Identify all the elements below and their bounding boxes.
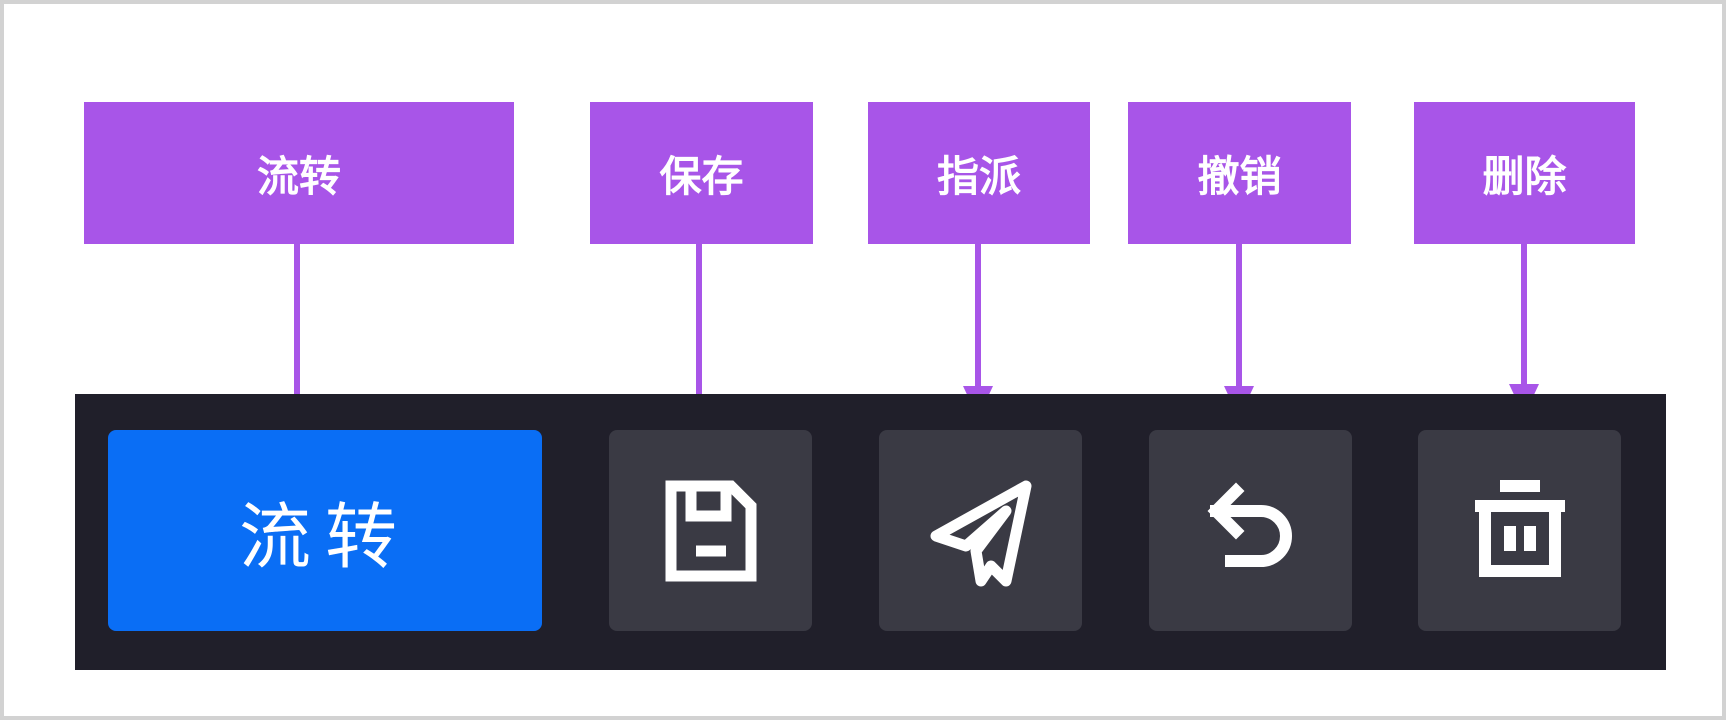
save-icon [665,480,756,581]
arrow-transfer [282,244,312,427]
callout-undo: 撤销 [1128,102,1351,244]
callout-save: 保存 [590,102,813,244]
arrow-undo [1224,244,1254,418]
assign-button[interactable] [879,430,1082,631]
trash-icon [1474,479,1565,577]
save-button[interactable] [609,430,812,631]
arrow-delete [1509,244,1539,416]
callout-transfer: 流转 [84,102,514,244]
arrow-save [684,244,714,427]
send-icon [930,480,1031,586]
callout-delete: 删除 [1414,102,1635,244]
undo-icon [1207,482,1292,567]
undo-button[interactable] [1149,430,1352,631]
arrow-assign [963,244,993,418]
callout-assign: 指派 [868,102,1090,244]
delete-button[interactable] [1418,430,1621,631]
transfer-button[interactable]: 流转 [108,430,542,631]
